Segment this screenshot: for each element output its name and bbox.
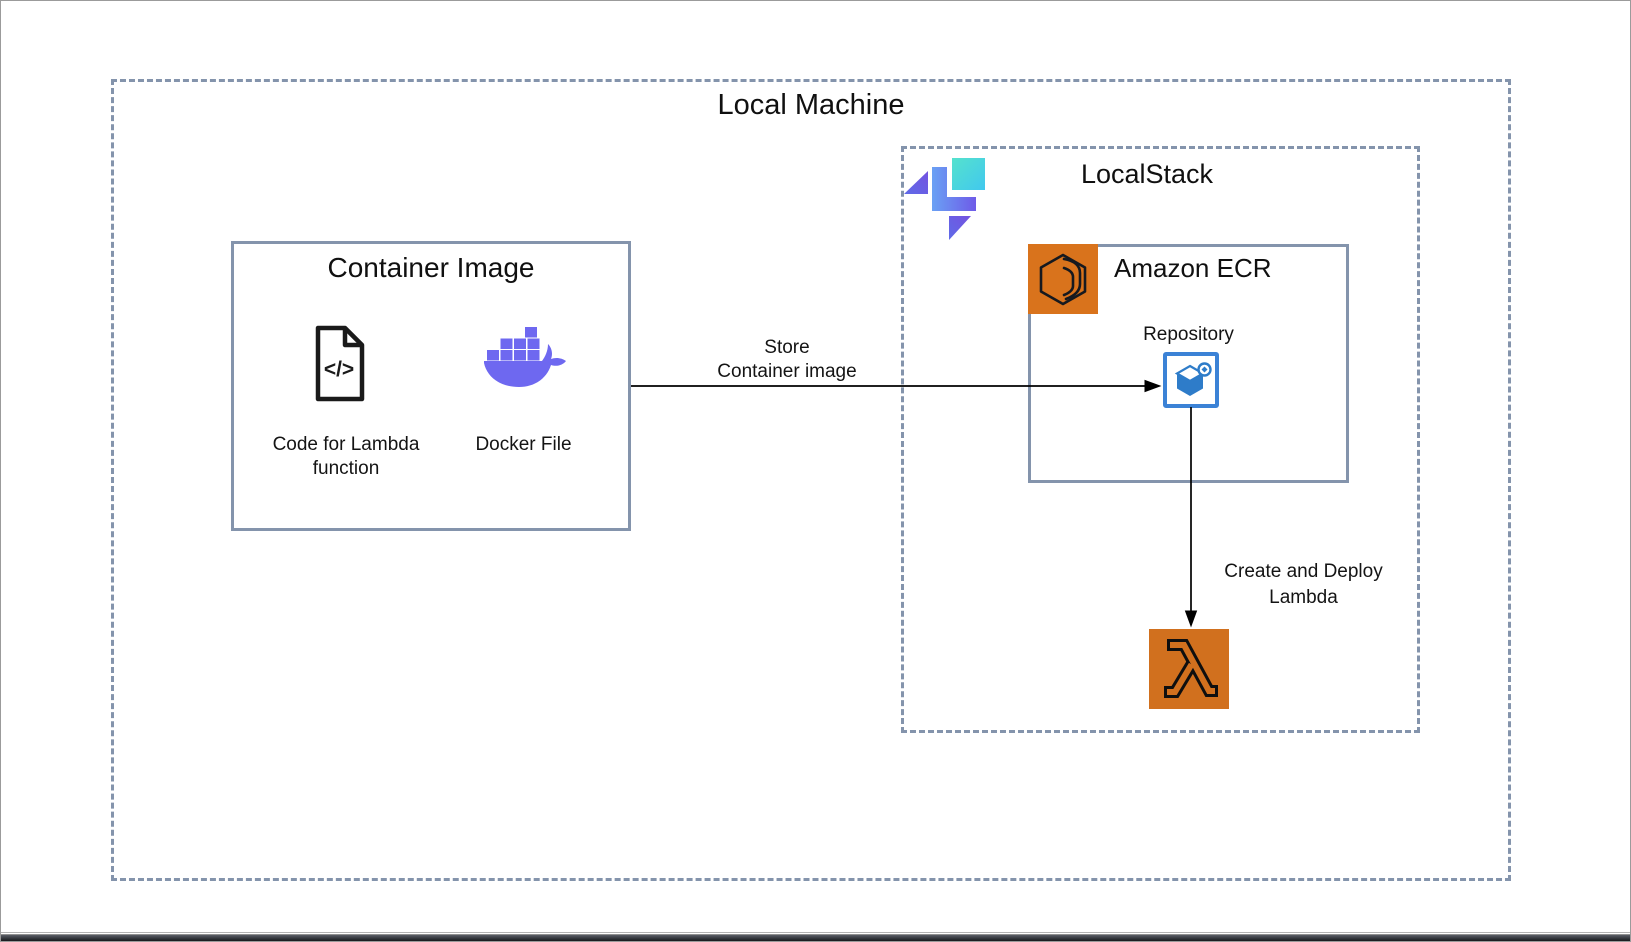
deploy-arrow-label: Create and Deploy Lambda xyxy=(1211,559,1396,611)
local-machine-title: Local Machine xyxy=(717,89,905,121)
localstack-bottom-triangle xyxy=(949,216,971,240)
code-file-label-line2: function xyxy=(312,458,380,479)
docker-whale-icon xyxy=(479,327,571,393)
localstack-l-shape xyxy=(932,167,976,211)
code-glyph: </> xyxy=(324,358,354,381)
store-arrow-label: Store Container image xyxy=(691,336,883,384)
repository-label: Repository xyxy=(1143,324,1234,345)
container-image-title: Container Image xyxy=(327,252,535,283)
docker-file-label: Docker File xyxy=(475,434,572,455)
deploy-arrow-label-line2: Lambda xyxy=(1269,587,1338,608)
code-file-label-line1: Code for Lambda xyxy=(272,434,420,455)
canvas-bottom-divider xyxy=(1,932,1630,933)
localstack-left-triangle xyxy=(904,171,928,194)
localstack-box xyxy=(901,146,1420,733)
deploy-arrow-label-line1: Create and Deploy xyxy=(1224,561,1383,582)
store-arrow-label-line2: Container image xyxy=(717,361,857,382)
amazon-ecr-title: Amazon ECR xyxy=(1114,253,1272,283)
code-file-icon: </> xyxy=(313,323,367,404)
aws-lambda-icon xyxy=(1149,629,1229,709)
amazon-ecr-icon xyxy=(1028,244,1098,314)
local-machine-box xyxy=(111,79,1511,881)
store-arrow-label-line1: Store xyxy=(764,337,810,358)
localstack-title: LocalStack xyxy=(1080,159,1214,189)
localstack-logo xyxy=(899,151,989,243)
localstack-teal-square xyxy=(952,158,985,190)
container-image-box xyxy=(231,241,631,531)
horizontal-scrollbar[interactable] xyxy=(1,934,1630,941)
ecr-repository-icon xyxy=(1163,352,1219,408)
code-file-label: Code for Lambda function xyxy=(251,433,441,481)
